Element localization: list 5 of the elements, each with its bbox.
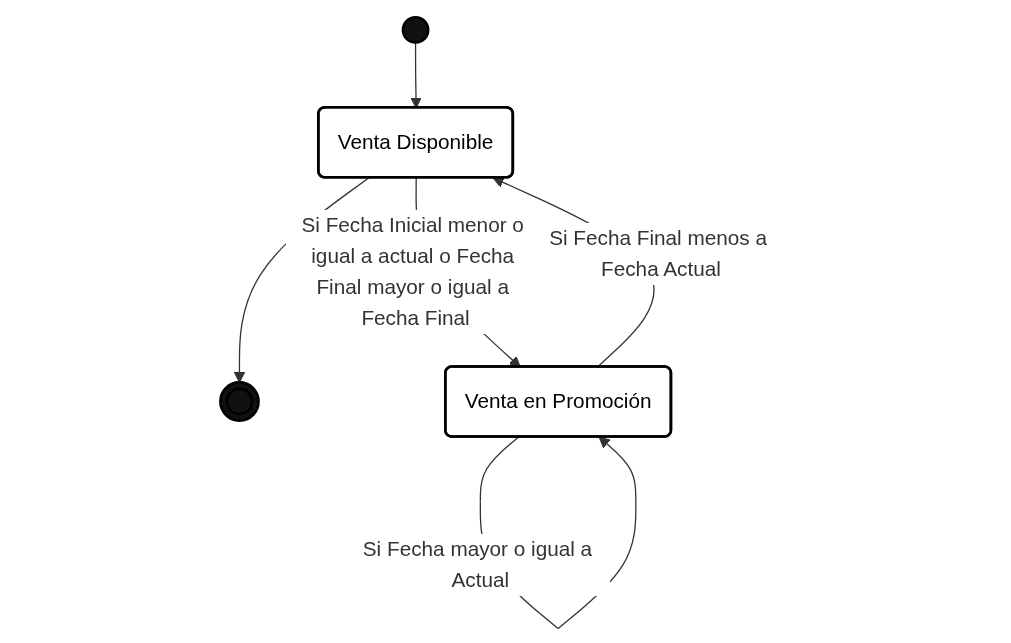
edge-label: Si Fecha Inicial menor o igual a actual o Fecha Final mayor o igual a Fecha Final <box>301 213 524 329</box>
edge-label: Si Fecha Final menos a Fecha Actual <box>549 226 768 280</box>
node-circle <box>219 381 260 422</box>
edge-label: Si Fecha mayor o igual a Actual <box>362 537 593 591</box>
node-circle <box>401 16 430 44</box>
